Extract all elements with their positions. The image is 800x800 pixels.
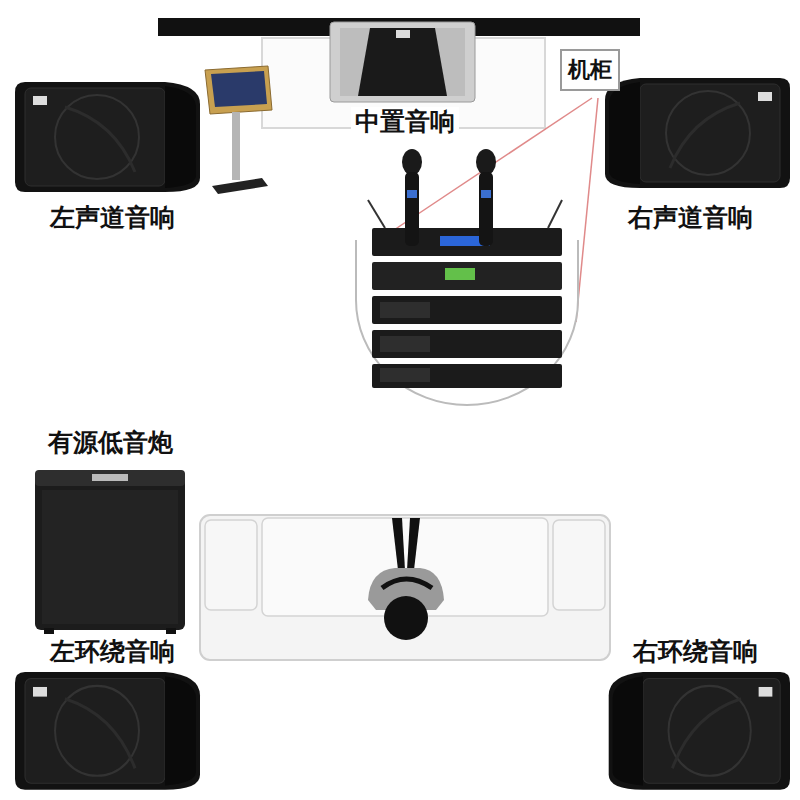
microphones-part	[402, 149, 422, 175]
label-text: 中置音响	[355, 107, 455, 137]
speaker-label: 右环绕音响	[629, 637, 762, 667]
person-part	[407, 518, 420, 570]
center-speaker-part	[435, 28, 465, 96]
subwoofer-part	[42, 490, 178, 624]
center-speaker-part	[340, 28, 370, 96]
left-speaker	[15, 82, 200, 192]
touchscreen-stand	[205, 66, 272, 194]
equipment-rack-part	[372, 262, 562, 290]
right-speaker	[605, 78, 790, 188]
label-text: 左环绕音响	[50, 637, 175, 667]
equipment-rack	[368, 200, 562, 388]
microphones-part	[407, 190, 417, 198]
speaker-label: 中置音响	[351, 107, 459, 137]
sofa-part	[553, 520, 605, 610]
microphones-part	[481, 190, 491, 198]
center-speaker-part	[396, 30, 410, 38]
label-text: 右环绕音响	[633, 637, 758, 667]
subwoofer	[35, 470, 185, 634]
label-text: 右声道音响	[628, 203, 753, 233]
microphones-part	[405, 172, 419, 246]
speaker-label: 有源低音炮	[44, 428, 177, 458]
equipment-rack-part	[380, 368, 430, 382]
left-surround-speaker	[15, 672, 200, 790]
person-part	[382, 579, 432, 588]
equipment-rack-part	[372, 364, 562, 388]
subwoofer-part	[44, 628, 54, 634]
equipment-rack-part	[372, 330, 562, 358]
subwoofer-part	[92, 474, 128, 481]
touchscreen-stand-part	[232, 112, 240, 180]
equipment-rack-part	[372, 296, 562, 324]
equipment-rack-part	[372, 228, 562, 256]
person	[368, 518, 444, 640]
cabinet-box: 机柜	[560, 49, 620, 91]
subwoofer-part	[166, 628, 176, 634]
speaker-label: 右声道音响	[624, 203, 757, 233]
person-part	[384, 596, 428, 640]
leader-line	[576, 98, 598, 322]
subwoofer-part	[35, 470, 185, 486]
center-speaker-part	[340, 28, 465, 96]
equipment-rack-part	[380, 336, 430, 352]
equipment-rack-part	[548, 200, 562, 228]
label-text: 有源低音炮	[48, 428, 173, 458]
equipment-rack-part	[445, 268, 475, 280]
subwoofer-part	[35, 470, 185, 630]
sofa-part	[205, 520, 257, 610]
touchscreen-stand-part	[211, 71, 267, 107]
rack-outline	[356, 240, 578, 405]
speaker-label: 左环绕音响	[46, 637, 179, 667]
person-part	[392, 518, 405, 570]
equipment-rack-part	[368, 200, 385, 228]
microphones-part	[476, 149, 496, 175]
center-speaker	[330, 22, 475, 102]
right-surround-speaker	[609, 672, 790, 790]
center-speaker-part	[330, 22, 475, 102]
touchscreen-stand-part	[212, 178, 268, 194]
microphones	[402, 149, 496, 246]
speaker-label: 左声道音响	[46, 203, 179, 233]
sofa-part	[200, 515, 610, 660]
touchscreen-stand-part	[205, 66, 272, 114]
microphones-part	[479, 172, 493, 246]
equipment-rack-part	[380, 302, 430, 318]
label-text: 机柜	[568, 57, 612, 83]
sofa	[200, 515, 610, 660]
label-text: 左声道音响	[50, 203, 175, 233]
